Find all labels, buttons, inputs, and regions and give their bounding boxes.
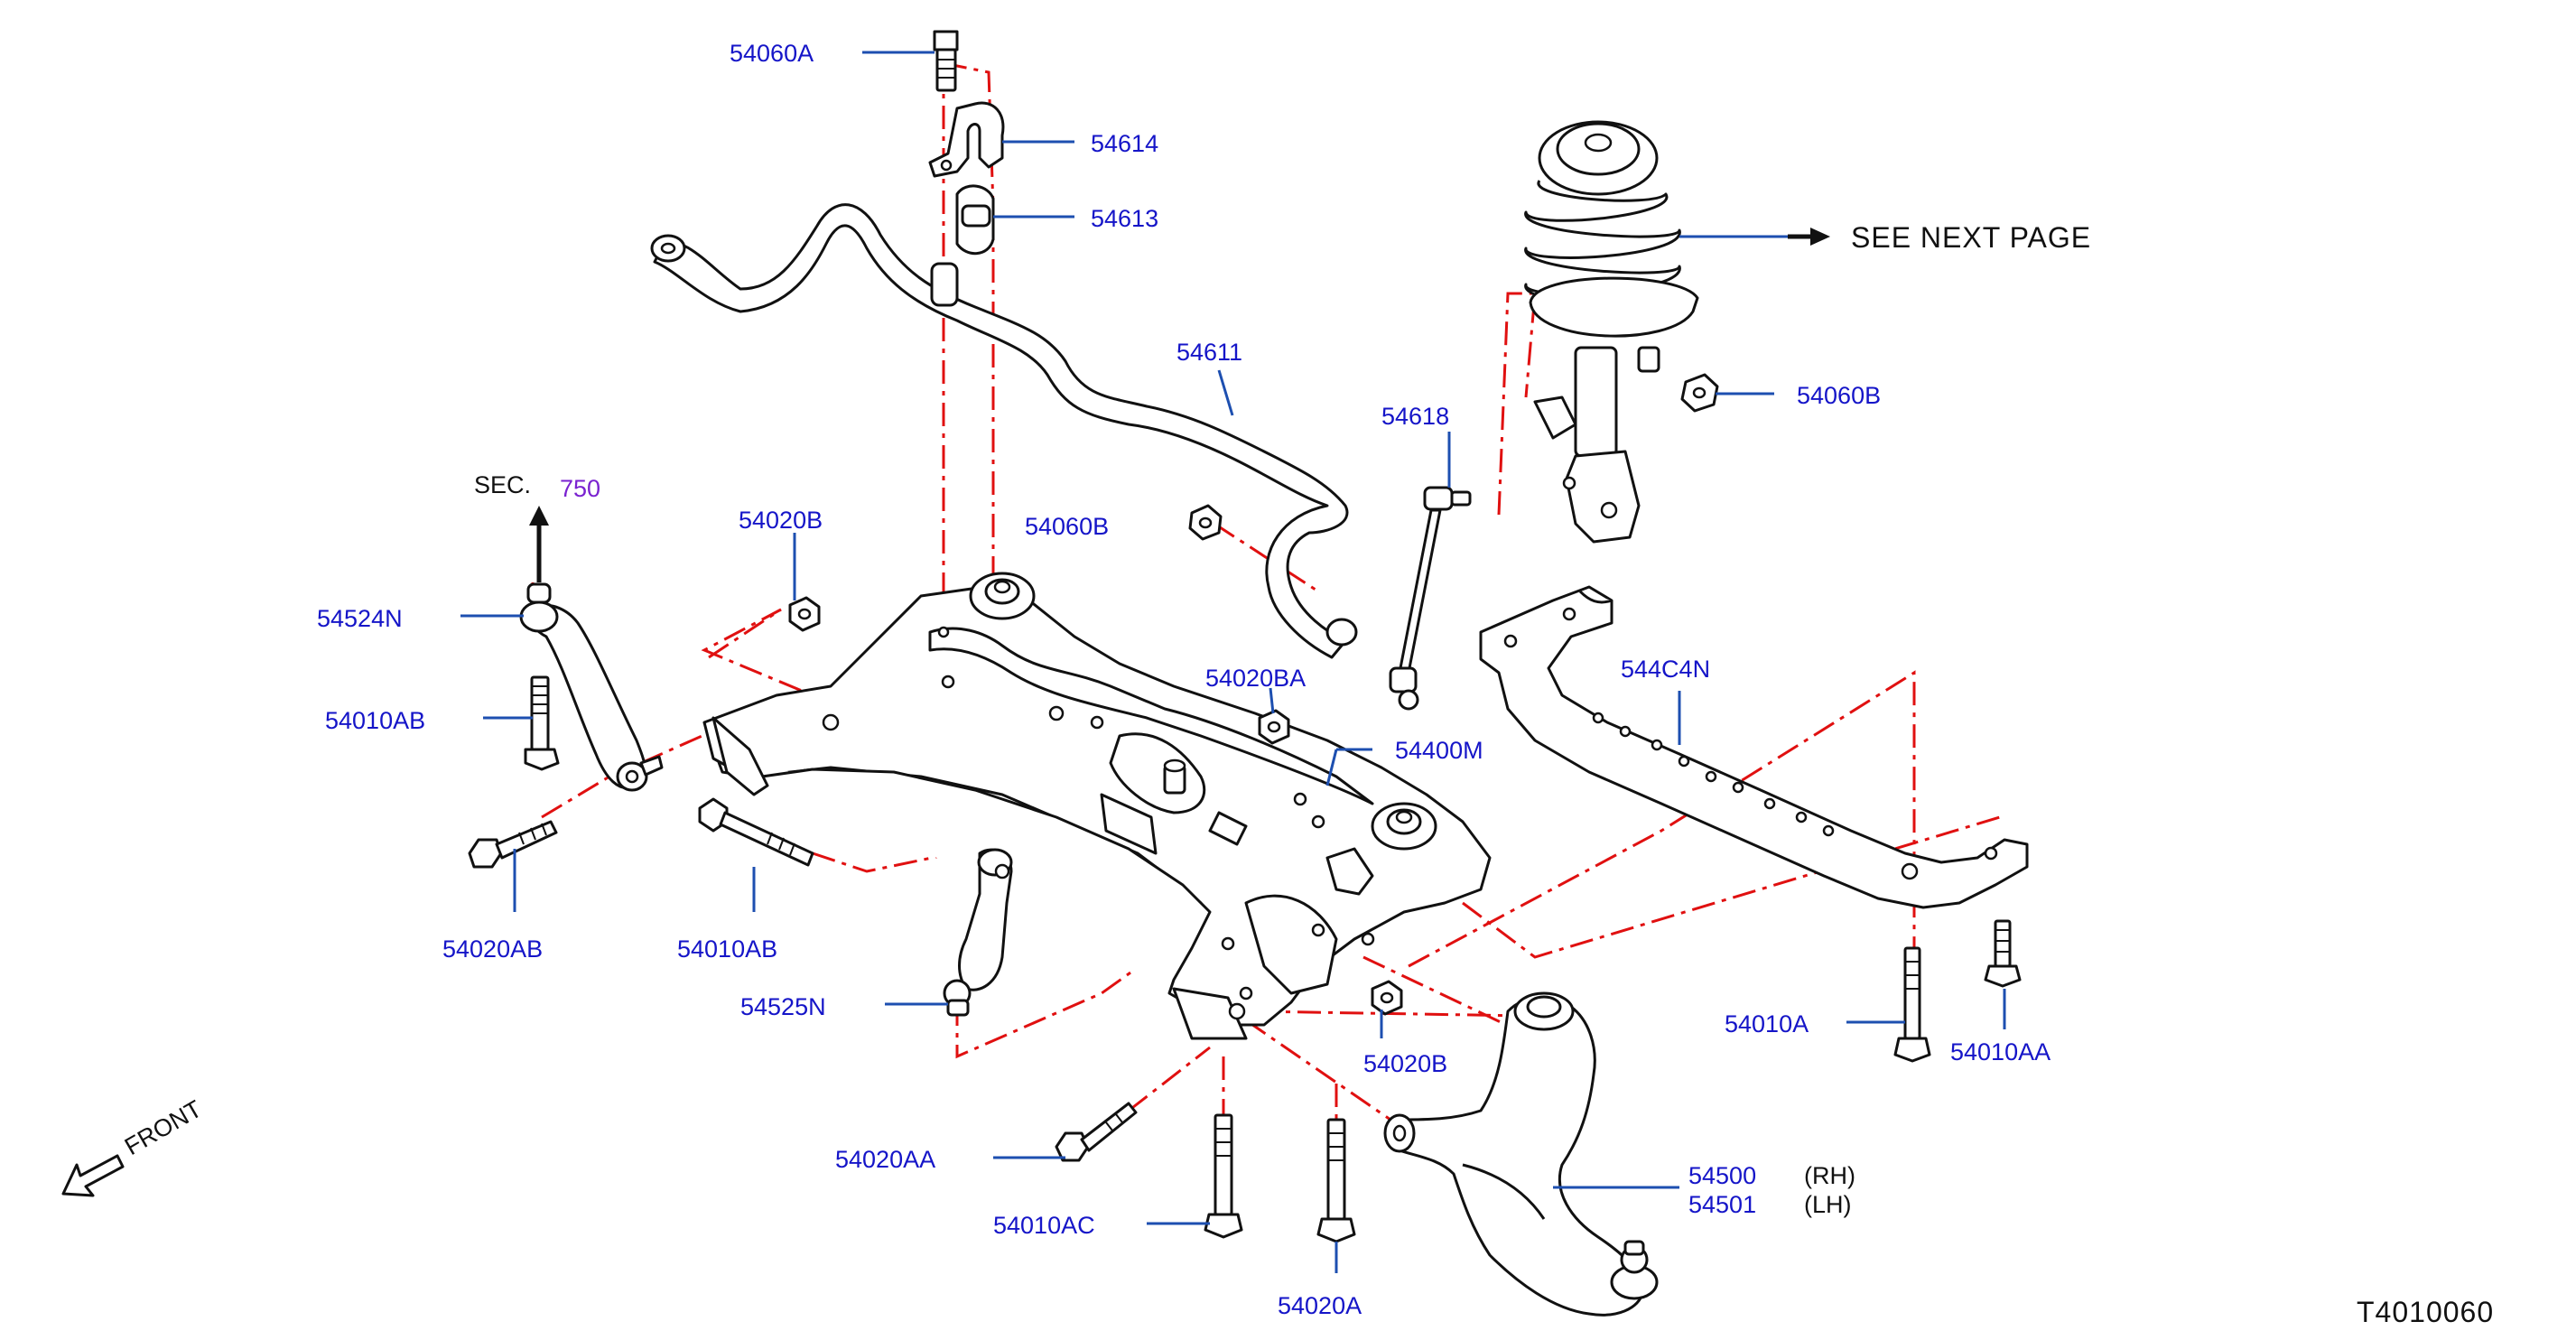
callout-54010AB-mid: 54010AB bbox=[677, 935, 777, 963]
callout-54020B-top: 54020B bbox=[739, 507, 823, 534]
callout-54010A: 54010A bbox=[1725, 1010, 1809, 1038]
callout-54614: 54614 bbox=[1091, 130, 1158, 157]
callout-54010AC: 54010AC bbox=[993, 1212, 1095, 1239]
bolt-54010AB-mid bbox=[698, 797, 814, 867]
callout-54020AA: 54020AA bbox=[835, 1146, 935, 1173]
note-lh: (LH) bbox=[1804, 1191, 1852, 1218]
nut-54020BA bbox=[1258, 709, 1290, 745]
callout-54020AB: 54020AB bbox=[442, 935, 543, 963]
front-label: FRONT bbox=[120, 1095, 207, 1160]
callout-544C4N: 544C4N bbox=[1621, 656, 1710, 683]
lower-arm bbox=[1383, 991, 1659, 1317]
note-rh: (RH) bbox=[1804, 1162, 1855, 1189]
callout-54613: 54613 bbox=[1091, 205, 1158, 232]
callout-54524N: 54524N bbox=[317, 605, 403, 632]
sec-arrow bbox=[529, 506, 549, 582]
nut-54060B-mid bbox=[1188, 504, 1223, 541]
crossmember bbox=[1479, 585, 2029, 909]
stabilizer-link bbox=[1389, 486, 1472, 711]
callout-54020BA: 54020BA bbox=[1205, 665, 1306, 692]
callout-54611: 54611 bbox=[1176, 339, 1242, 366]
nut-54060B-top bbox=[1680, 373, 1719, 413]
front-arrow bbox=[61, 1154, 125, 1197]
callout-54060B-mid: 54060B bbox=[1025, 513, 1109, 540]
callout-54618: 54618 bbox=[1381, 403, 1449, 430]
callout-54060B-top: 54060B bbox=[1797, 382, 1881, 409]
leader-lines bbox=[460, 51, 2006, 1273]
bolt-54060A bbox=[933, 30, 959, 92]
callout-labels: 54060A 54614 54613 54611 54618 54060B 54… bbox=[120, 40, 2494, 1328]
upper-link-54524N bbox=[519, 582, 664, 792]
stabilizer-bracket bbox=[928, 101, 1005, 178]
bolt-54020AB bbox=[468, 820, 558, 869]
sec-number: 750 bbox=[560, 475, 600, 502]
callout-54060A: 54060A bbox=[730, 40, 814, 67]
callout-54500: 54500 bbox=[1688, 1162, 1756, 1189]
bolt-54020A bbox=[1316, 1118, 1356, 1243]
nut-54020B-top bbox=[788, 596, 821, 632]
callout-54525N: 54525N bbox=[740, 993, 826, 1020]
link-54525N bbox=[943, 848, 1013, 1017]
strut-assembly bbox=[1524, 120, 1699, 544]
callout-54010AA: 54010AA bbox=[1950, 1038, 2051, 1065]
callout-54020B-bottom: 54020B bbox=[1363, 1050, 1447, 1077]
see-next-page-text: SEE NEXT PAGE bbox=[1851, 221, 2091, 254]
nut-54020B-bottom bbox=[1371, 980, 1403, 1016]
see-next-page-arrow bbox=[1788, 228, 1830, 246]
sec-prefix: SEC. bbox=[474, 471, 531, 498]
bolt-54010AA bbox=[1984, 919, 2022, 988]
bolt-54010AB-left bbox=[524, 675, 560, 771]
callout-54010AB-left: 54010AB bbox=[325, 707, 425, 734]
callout-54020A: 54020A bbox=[1278, 1292, 1362, 1319]
callout-54400M: 54400M bbox=[1395, 737, 1483, 764]
bolt-54020AA bbox=[1055, 1102, 1138, 1162]
stabilizer-bushing bbox=[955, 184, 995, 256]
callout-54501: 54501 bbox=[1688, 1191, 1756, 1218]
subframe bbox=[702, 572, 1492, 1040]
stabilizer-bar bbox=[650, 203, 1358, 659]
bolt-54010AC bbox=[1204, 1113, 1243, 1239]
bolt-54010A bbox=[1893, 946, 1931, 1063]
drawing-number: T4010060 bbox=[2357, 1296, 2494, 1328]
